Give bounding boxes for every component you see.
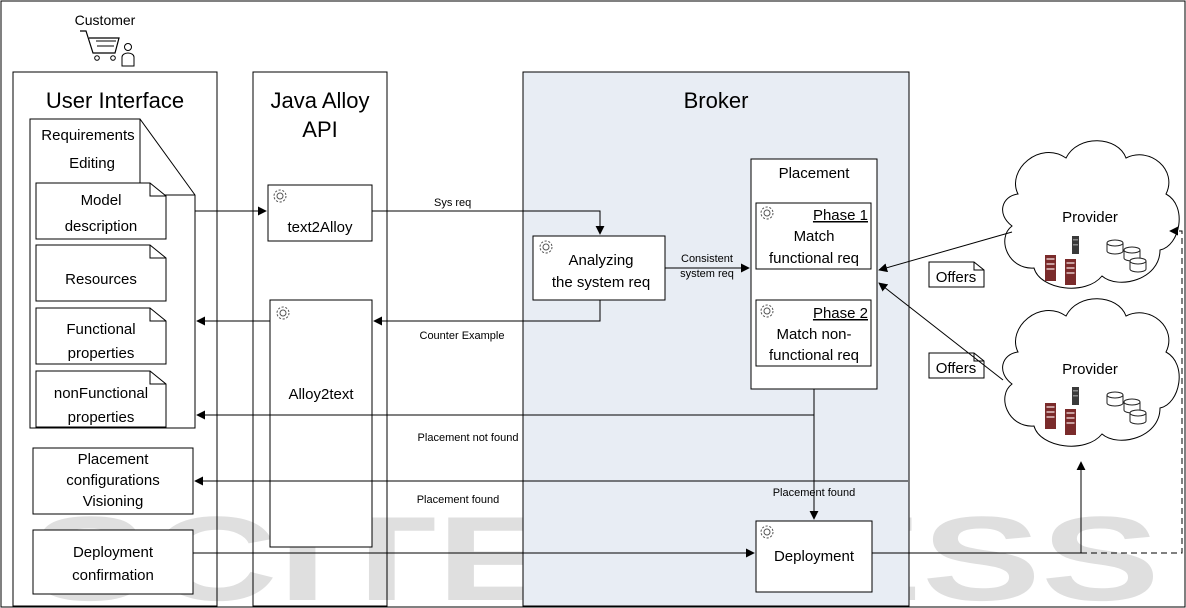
svg-text:text2Alloy: text2Alloy — [287, 219, 353, 236]
svg-text:properties: properties — [68, 409, 135, 426]
svg-text:nonFunctional: nonFunctional — [54, 385, 148, 402]
requirements-label-line1: Requirements — [41, 127, 134, 144]
offers-doc-1: Offers — [929, 262, 984, 287]
svg-text:confirmation: confirmation — [72, 567, 154, 584]
label-sys-req: Sys req — [434, 197, 471, 209]
svg-text:Visioning: Visioning — [83, 493, 144, 510]
svg-text:Placement: Placement — [779, 165, 851, 182]
svg-text:functional req: functional req — [769, 250, 859, 267]
svg-text:Phase 2: Phase 2 — [813, 305, 868, 322]
svg-text:Offers: Offers — [936, 360, 977, 377]
server-icon — [1045, 403, 1056, 429]
label-consistent-line1: Consistent — [681, 253, 733, 265]
analyzing-box: Analyzing the system req — [533, 236, 665, 300]
model-description-doc: Model description — [36, 183, 166, 239]
server-icon — [1065, 259, 1076, 285]
svg-text:Offers: Offers — [936, 269, 977, 286]
user-interface-title: User Interface — [46, 88, 184, 113]
svg-text:description: description — [65, 218, 138, 235]
svg-text:the system req: the system req — [552, 274, 650, 291]
label-placement-found-right: Placement found — [773, 487, 856, 499]
svg-text:Match non-: Match non- — [776, 326, 851, 343]
disk-icon — [1107, 240, 1123, 254]
svg-text:properties: properties — [68, 345, 135, 362]
svg-text:Alloy2text: Alloy2text — [288, 386, 354, 403]
java-api-title-line1: Java Alloy — [270, 88, 369, 113]
disk-icon — [1130, 258, 1146, 272]
nonfunctional-properties-doc: nonFunctional properties — [36, 371, 166, 427]
server-icon — [1065, 409, 1076, 435]
provider-cloud-2: Provider — [1003, 299, 1180, 446]
svg-text:Deployment: Deployment — [73, 544, 154, 561]
disk-icon — [1130, 410, 1146, 424]
svg-text:Placement: Placement — [78, 451, 150, 468]
customer-label: Customer — [75, 12, 136, 28]
disk-icon — [1107, 392, 1123, 406]
deployment-box: Deployment — [756, 521, 872, 592]
alloy2text-box: Alloy2text — [270, 300, 372, 547]
svg-text:Model: Model — [81, 192, 122, 209]
broker-title: Broker — [684, 88, 749, 113]
svg-text:configurations: configurations — [66, 472, 159, 489]
java-api-title-line2: API — [302, 117, 337, 142]
deployment-confirmation-box — [33, 530, 193, 594]
server-icon — [1072, 236, 1079, 254]
phase2-box: Phase 2 Match non- functional req — [756, 300, 871, 366]
provider-cloud-1: Provider — [1003, 141, 1180, 288]
svg-text:Resources: Resources — [65, 271, 137, 288]
requirements-label-line2: Editing — [69, 155, 115, 172]
server-icon — [1045, 255, 1056, 281]
svg-text:Phase 1: Phase 1 — [813, 207, 868, 224]
resources-doc: Resources — [36, 245, 166, 301]
phase1-box: Phase 1 Match functional req — [756, 203, 871, 269]
svg-text:functional req: functional req — [769, 347, 859, 364]
placement-container: Placement Phase 1 Match functional req P… — [751, 159, 877, 389]
functional-properties-doc: Functional properties — [36, 308, 166, 364]
svg-text:Match: Match — [794, 228, 835, 245]
text2alloy-box: text2Alloy — [268, 185, 372, 241]
svg-text:Deployment: Deployment — [774, 548, 855, 565]
svg-text:Provider: Provider — [1062, 361, 1118, 378]
offers-doc-2: Offers — [929, 353, 984, 378]
server-icon — [1072, 387, 1079, 405]
label-counter-example: Counter Example — [420, 330, 505, 342]
label-placement-not-found: Placement not found — [418, 432, 519, 444]
label-consistent-line2: system req — [680, 268, 734, 280]
svg-text:Analyzing: Analyzing — [568, 252, 633, 269]
label-placement-found-left: Placement found — [417, 494, 500, 506]
svg-text:Provider: Provider — [1062, 209, 1118, 226]
svg-text:Functional: Functional — [66, 321, 135, 338]
